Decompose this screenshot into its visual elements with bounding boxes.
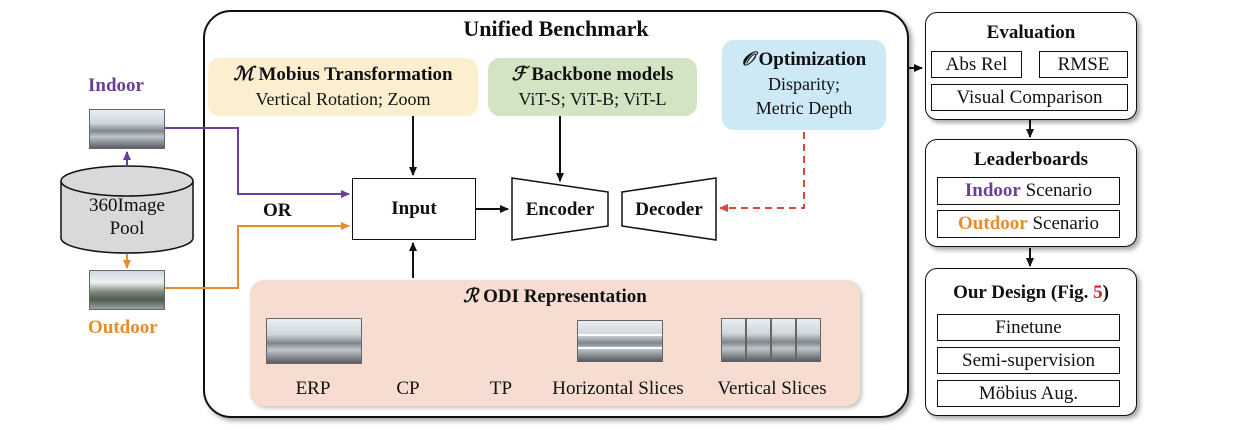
backbone-title-row: ℱ Backbone models <box>488 58 697 87</box>
mobius-symbol: ℳ <box>233 63 254 85</box>
design-item-semi-supervision: Semi-supervision <box>937 347 1120 374</box>
image-pool-line1: 360Image <box>89 195 165 216</box>
odi-item-vertical-slices: Vertical Slices <box>717 378 827 399</box>
horizontal-slices-thumbnail <box>577 320 663 362</box>
outdoor-to-input-arrow <box>163 222 350 289</box>
our-design-title-prefix: Our Design (Fig. <box>953 282 1094 303</box>
decoder-label: Decoder <box>635 199 703 220</box>
image-pool-label: 360Image Pool <box>61 194 193 240</box>
image-pool-line2: Pool <box>109 218 145 239</box>
mobius-title-row: ℳ Mobius Transformation <box>208 58 478 87</box>
evaluation-title: Evaluation <box>986 22 1076 43</box>
encoder-shape <box>511 177 609 241</box>
design-item-finetune: Finetune <box>937 314 1120 341</box>
backbone-title: Backbone models <box>531 64 674 85</box>
figure-reference-link: 5 <box>1093 282 1103 303</box>
backbone-models-card: ℱ Backbone models ViT-S; ViT-B; ViT-L <box>488 58 697 116</box>
indoor-scenario-box: Indoor Scenario <box>937 177 1120 205</box>
indoor-image-thumbnail <box>89 109 165 149</box>
optimization-title-row: 𝒪 Optimization <box>722 40 886 72</box>
odi-title: ODI Representation <box>483 286 647 307</box>
encoder-label: Encoder <box>525 199 595 220</box>
our-design-title: Our Design (Fig. 5) <box>925 282 1137 304</box>
indoor-scenario-suffix: Scenario <box>1020 180 1093 201</box>
odi-symbol: ℛ <box>463 285 479 307</box>
backbone-subtitle: ViT-S; ViT-B; ViT-L <box>518 89 667 109</box>
mobius-title: Mobius Transformation <box>258 64 453 85</box>
input-box: Input <box>352 178 476 240</box>
odi-title-row: ℛ ODI Representation <box>250 285 860 308</box>
outdoor-label: Outdoor <box>88 317 158 338</box>
design-item-mobius-aug: Möbius Aug. <box>937 380 1120 407</box>
vertical-slices-thumbnail <box>721 318 821 362</box>
outdoor-scenario-suffix: Scenario <box>1027 213 1099 234</box>
optimization-to-decoder-arrow <box>719 132 805 212</box>
leaderboards-title: Leaderboards <box>974 149 1088 170</box>
optimization-line1: Disparity; <box>768 74 840 94</box>
erp-thumbnail <box>266 318 362 364</box>
outdoor-scenario-box: Outdoor Scenario <box>937 210 1120 238</box>
mobius-transformation-card: ℳ Mobius Transformation Vertical Rotatio… <box>208 58 478 116</box>
metric-rmse: RMSE <box>1039 51 1128 78</box>
metric-abs-rel: Abs Rel <box>931 51 1022 78</box>
outdoor-image-thumbnail <box>89 270 165 310</box>
indoor-to-input-arrow <box>163 127 350 198</box>
optimization-title: Optimization <box>758 49 867 70</box>
indoor-label: Indoor <box>88 75 144 96</box>
odi-item-horizontal-slices: Horizontal Slices <box>552 378 684 399</box>
optimization-card: 𝒪 Optimization Disparity; Metric Depth <box>722 40 886 130</box>
outdoor-scenario-word: Outdoor <box>958 213 1028 234</box>
metric-visual-comparison: Visual Comparison <box>931 84 1128 111</box>
mobius-subtitle: Vertical Rotation; Zoom <box>255 89 431 109</box>
our-design-title-suffix: ) <box>1102 282 1109 303</box>
odi-item-erp: ERP <box>295 378 331 399</box>
odi-item-cp: CP <box>396 378 420 399</box>
optimization-symbol: 𝒪 <box>741 48 754 70</box>
optimization-line2: Metric Depth <box>755 98 853 118</box>
decoder-shape <box>621 177 717 241</box>
indoor-scenario-word: Indoor <box>964 180 1021 201</box>
backbone-symbol: ℱ <box>511 63 527 85</box>
or-label: OR <box>263 200 292 221</box>
odi-item-tp: TP <box>489 378 513 399</box>
benchmark-title: Unified Benchmark <box>463 16 649 41</box>
